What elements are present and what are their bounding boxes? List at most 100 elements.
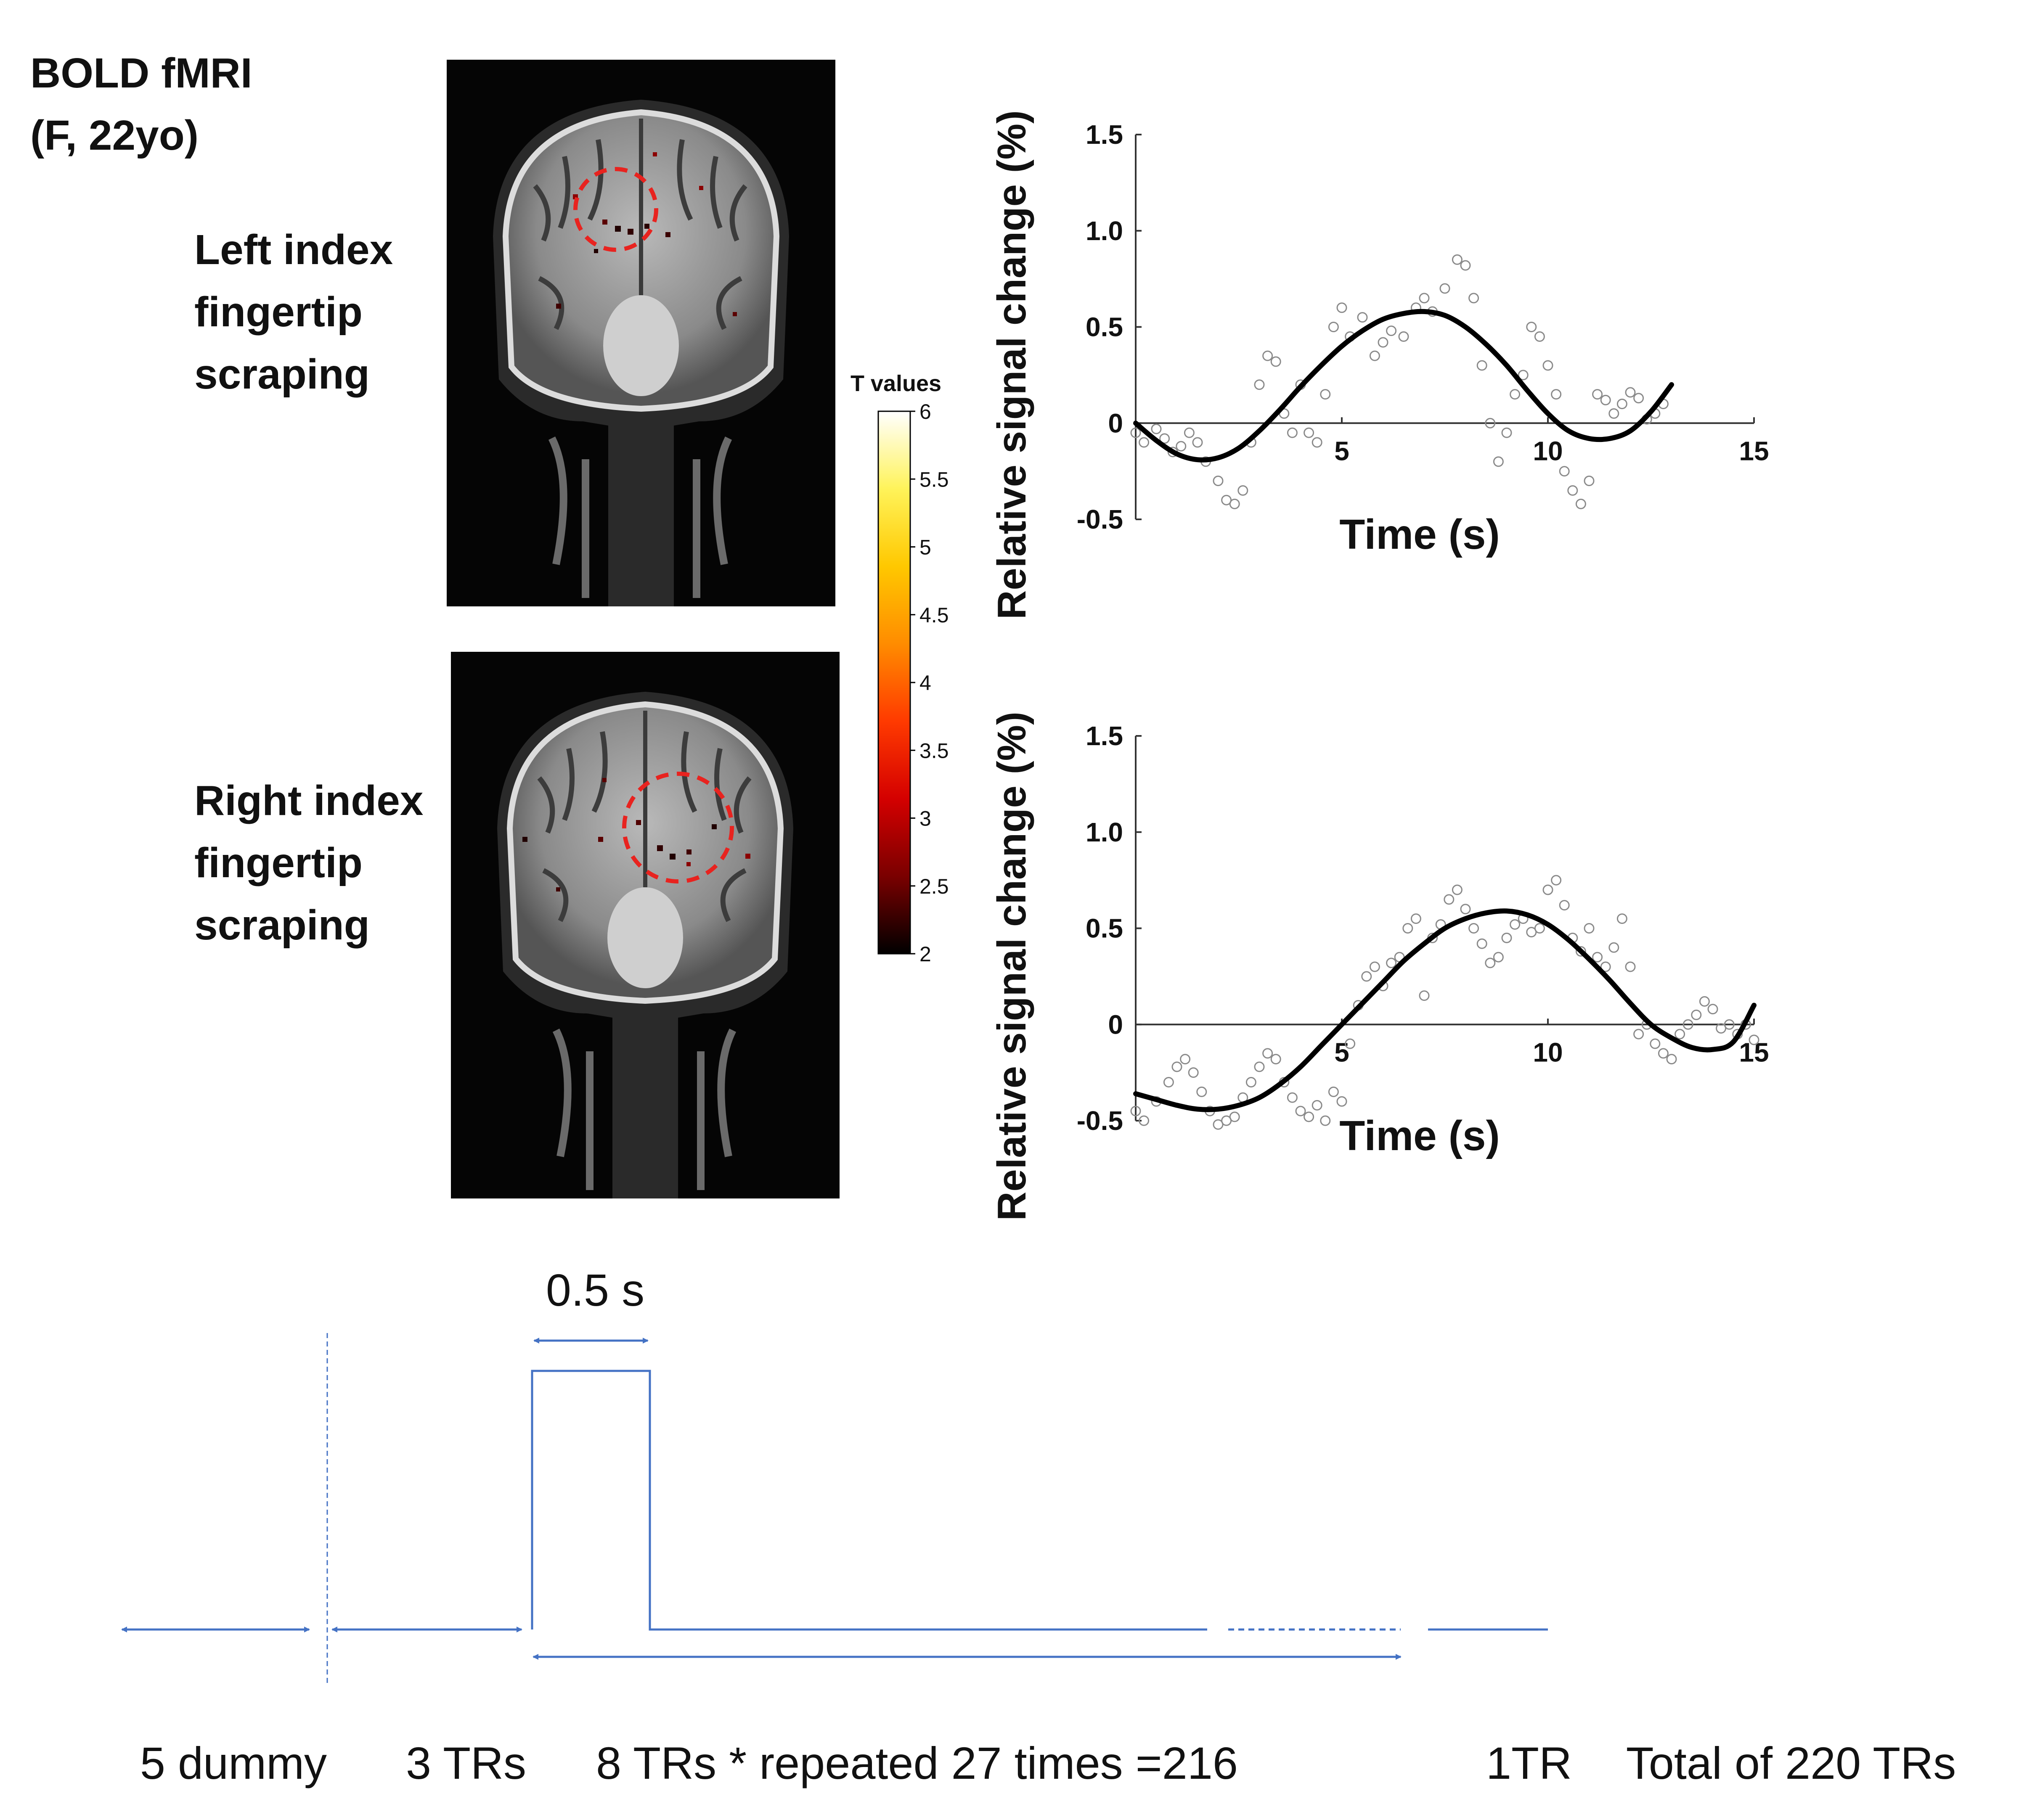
colorbar-gradient xyxy=(877,410,911,955)
y-tick-label: 1.0 xyxy=(1086,216,1123,246)
observation-point xyxy=(1439,283,1450,294)
observation-point xyxy=(1328,322,1339,332)
observation-point xyxy=(1213,476,1224,486)
y-tick-label: 0.5 xyxy=(1086,312,1123,342)
x-tick-label: 15 xyxy=(1739,436,1769,466)
condition-left-line-3: scraping xyxy=(194,351,370,398)
condition-label-left: Left index fingertip scraping xyxy=(194,219,393,405)
observation-point xyxy=(1213,1119,1224,1130)
observation-point xyxy=(1608,408,1619,419)
observation-point xyxy=(1518,370,1529,381)
observation-point xyxy=(1682,1019,1693,1030)
observation-point xyxy=(1460,904,1471,915)
timeline-label-dummy: 5 dummy xyxy=(140,1738,327,1788)
condition-label-right: Right index fingertip scraping xyxy=(194,770,423,956)
observation-point xyxy=(1245,1077,1256,1087)
y-tick-label: 0.5 xyxy=(1086,913,1123,944)
y-tick-label: 0 xyxy=(1108,408,1123,438)
observation-point xyxy=(1476,938,1487,949)
observation-point xyxy=(1542,360,1553,371)
observation-point xyxy=(1328,1086,1339,1097)
observation-point xyxy=(1452,254,1463,265)
y-axis-label: Relative signal change (%) xyxy=(989,110,1034,619)
observation-point xyxy=(1130,1106,1141,1116)
y-tick-label: -0.5 xyxy=(1077,504,1123,534)
observation-point xyxy=(1526,927,1537,938)
observation-point xyxy=(1221,495,1232,505)
observation-point xyxy=(1510,389,1521,400)
observation-point xyxy=(1493,952,1504,963)
observation-point xyxy=(1188,1067,1199,1078)
timeline-label-3trs: 3 TRs xyxy=(406,1738,526,1788)
observation-point xyxy=(1151,423,1162,434)
title-line-2: (F, 22yo) xyxy=(30,112,199,159)
observation-point xyxy=(1666,1054,1677,1065)
observation-point xyxy=(1237,485,1248,496)
observation-point xyxy=(1633,1029,1644,1040)
observation-point xyxy=(1616,399,1627,409)
observation-point xyxy=(1526,322,1537,332)
x-tick-label: 15 xyxy=(1739,1037,1769,1067)
colorbar-tick-label: 2.5 xyxy=(919,875,949,898)
timeline-label-1tr: 1TR xyxy=(1486,1738,1572,1788)
observation-point xyxy=(1567,485,1578,496)
observation-point xyxy=(1468,923,1479,934)
observation-point xyxy=(1699,996,1710,1007)
pulse-duration-label: 0.5 s xyxy=(546,1264,644,1315)
fit-curve-line xyxy=(1133,309,1674,463)
observation-point xyxy=(1675,1029,1685,1040)
observation-point xyxy=(1625,387,1636,398)
observation-point xyxy=(1534,331,1545,342)
observation-point xyxy=(1287,427,1298,438)
observation-point xyxy=(1476,360,1487,371)
observation-point xyxy=(1724,1019,1735,1030)
observation-point xyxy=(1551,389,1562,400)
observation-point xyxy=(1254,1061,1265,1072)
condition-right-line-1: Right index xyxy=(194,777,424,824)
observation-point xyxy=(1575,498,1586,509)
observation-point xyxy=(1369,350,1380,361)
observation-point xyxy=(1584,476,1595,486)
observation-point xyxy=(1336,302,1347,313)
colorbar-tick-label: 3 xyxy=(919,807,931,831)
observation-point xyxy=(1254,379,1265,390)
observation-point xyxy=(1650,1038,1661,1049)
colorbar-tick-label: 6 xyxy=(919,400,931,423)
observation-point xyxy=(1386,958,1397,968)
observation-point xyxy=(1608,942,1619,953)
observation-point xyxy=(1600,961,1611,972)
colorbar-tick-label: 4 xyxy=(919,671,931,695)
figure-title: BOLD fMRI (F, 22yo) xyxy=(30,42,252,167)
observation-point xyxy=(1402,923,1413,934)
observation-point xyxy=(1501,427,1512,438)
observation-point xyxy=(1707,1004,1718,1015)
observation-point xyxy=(1287,1092,1298,1103)
title-line-1: BOLD fMRI xyxy=(30,50,252,97)
observation-point xyxy=(1510,919,1521,930)
observation-point xyxy=(1345,1038,1356,1049)
observation-point xyxy=(1171,1061,1182,1072)
observation-point xyxy=(1304,427,1314,438)
observation-point xyxy=(1139,437,1150,448)
y-tick-label: 0 xyxy=(1108,1009,1123,1040)
observation-point xyxy=(1361,971,1372,982)
observation-point xyxy=(1501,932,1512,943)
observation-point xyxy=(1163,1077,1174,1087)
observation-point xyxy=(1320,1115,1331,1126)
x-tick-label: 5 xyxy=(1334,1037,1349,1067)
observation-point xyxy=(1295,1106,1306,1116)
observation-point xyxy=(1312,437,1322,448)
x-axis-label: Time (s) xyxy=(1339,1112,1500,1159)
observation-point xyxy=(1534,923,1545,934)
observation-point xyxy=(1180,1054,1191,1065)
observation-point xyxy=(1320,389,1331,400)
observation-point xyxy=(1592,952,1603,963)
observation-point xyxy=(1159,433,1170,444)
y-axis-label: Relative signal change (%) xyxy=(989,712,1034,1221)
observation-point xyxy=(1691,1009,1702,1020)
observation-point xyxy=(1262,350,1273,361)
brain-mri-left-image xyxy=(447,60,835,606)
y-tick-label: 1.5 xyxy=(1086,119,1123,150)
